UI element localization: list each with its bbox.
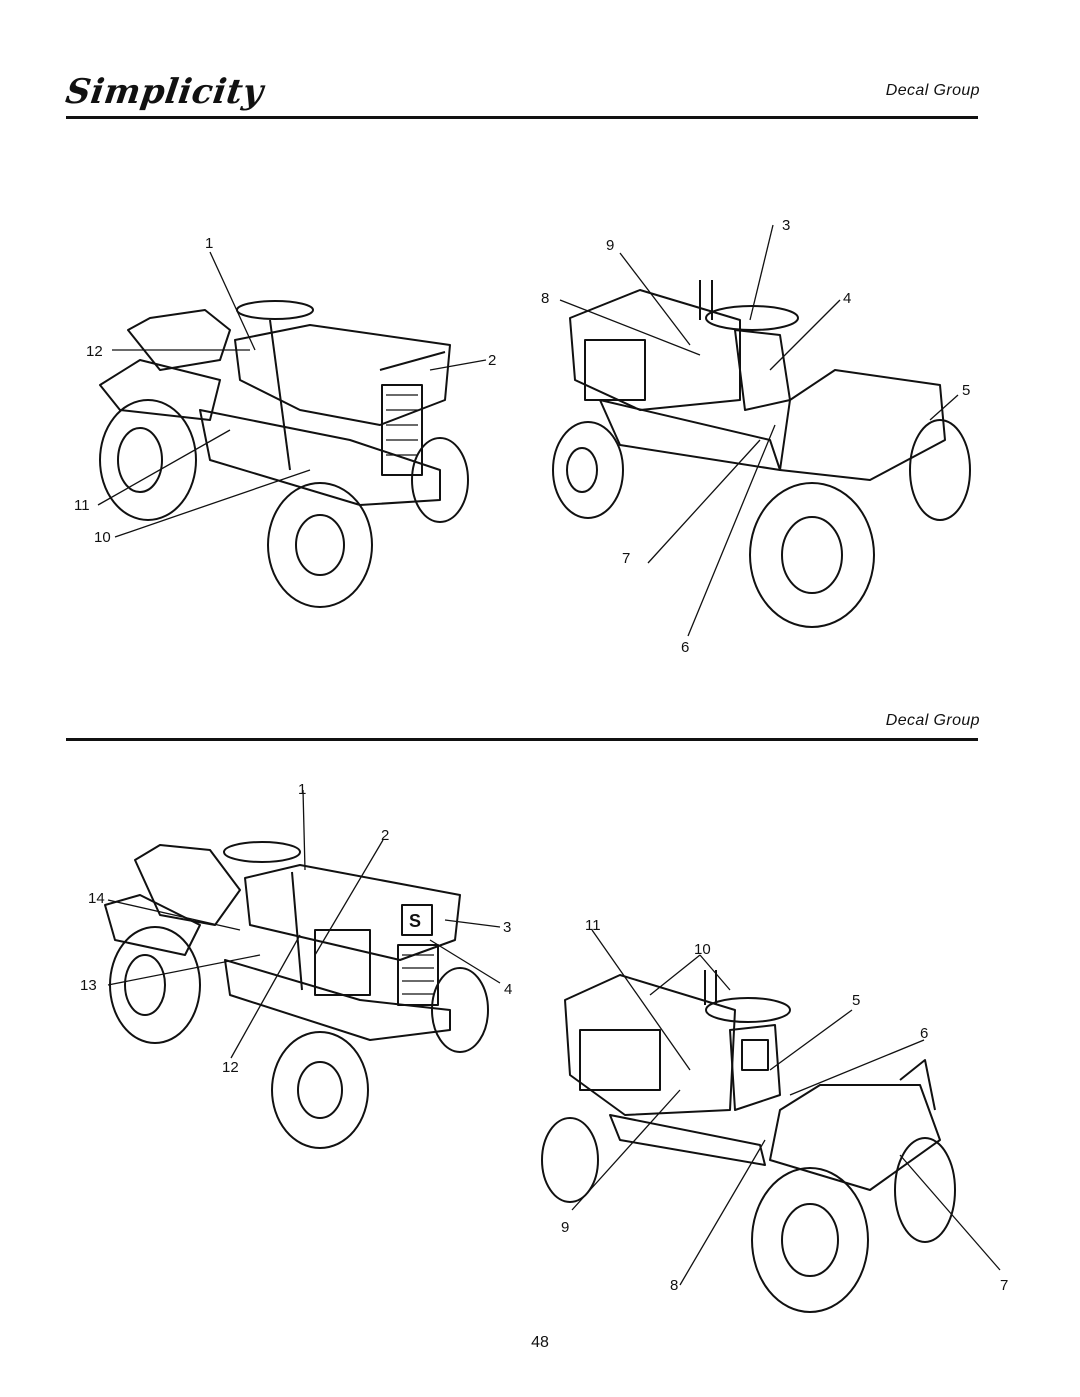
callout-9b: 9	[561, 1219, 569, 1236]
callout-8b: 8	[670, 1277, 678, 1294]
section-title-bottom: Decal Group	[885, 712, 980, 729]
figure-3-tractor: S 1 2 3 4 12 13 14	[80, 781, 512, 1149]
figure-4-tractor: 5 6 7 8 9 10 11	[541, 917, 1008, 1313]
figure-1-tractor: 1 2 10 11 12	[74, 235, 496, 608]
section-title-top: Decal Group	[885, 82, 980, 99]
callout-6b: 6	[920, 1025, 928, 1042]
callout-3b: 3	[503, 919, 511, 936]
callout-6: 6	[681, 639, 689, 656]
callout-2b: 2	[381, 827, 389, 844]
callout-11b: 11	[585, 917, 601, 934]
callout-10b: 10	[694, 941, 711, 958]
callout-12: 12	[86, 343, 103, 360]
callout-9: 9	[606, 237, 614, 254]
callout-2: 2	[488, 352, 496, 369]
svg-text:S: S	[409, 911, 421, 931]
callout-7b: 7	[1000, 1277, 1008, 1294]
section-rule	[66, 738, 978, 741]
callout-7: 7	[622, 550, 630, 567]
callout-4b: 4	[504, 981, 512, 998]
callout-1b: 1	[298, 781, 306, 798]
callout-12b: 12	[222, 1059, 239, 1076]
callout-11: 11	[74, 497, 90, 514]
callout-8: 8	[541, 290, 549, 307]
callout-5: 5	[962, 382, 970, 399]
callout-14: 14	[88, 890, 105, 907]
callout-3: 3	[782, 217, 790, 234]
callout-13: 13	[80, 977, 97, 994]
page-number: 48	[531, 1334, 549, 1351]
header-rule	[66, 116, 978, 119]
callout-4: 4	[843, 290, 851, 307]
callout-5b: 5	[852, 992, 860, 1009]
callout-10: 10	[94, 529, 111, 546]
callout-1: 1	[205, 235, 213, 252]
figure-2-tractor: 3 4 5 6 7 8 9	[541, 217, 971, 656]
